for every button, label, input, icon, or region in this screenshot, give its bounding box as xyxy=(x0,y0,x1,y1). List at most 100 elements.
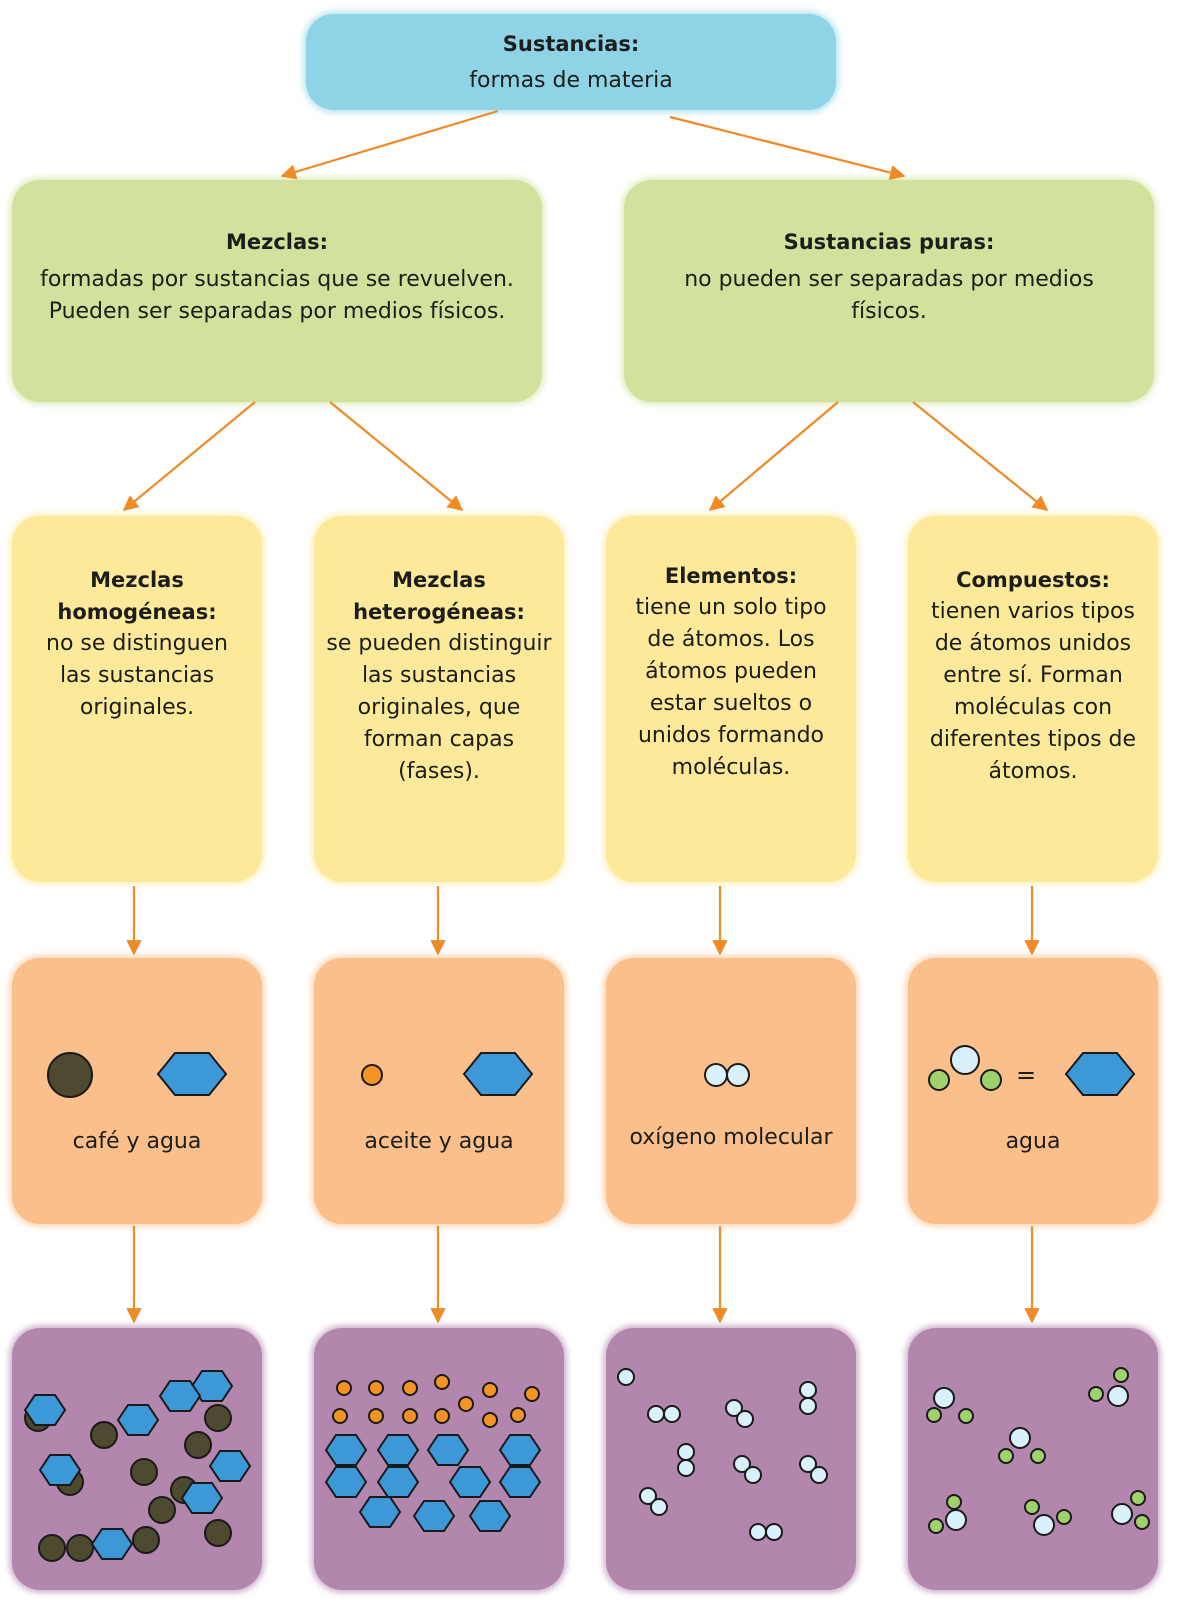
water-hexagon xyxy=(158,1380,202,1412)
arrow xyxy=(708,401,839,511)
oxygen-atom xyxy=(933,1387,955,1409)
water-hexagon xyxy=(23,1394,67,1426)
homogeneas-box: Mezclas homogéneas: no se distinguen las… xyxy=(12,516,262,882)
oil-droplet xyxy=(402,1408,418,1424)
elementos-text: tiene un solo tipo de átomos. Los átomos… xyxy=(635,595,827,780)
oxygen-atom xyxy=(677,1459,695,1477)
oxygen-atom xyxy=(744,1466,762,1484)
oxygen-atom xyxy=(1033,1514,1055,1536)
oil-droplet-icon xyxy=(361,1064,383,1086)
water-hexagon xyxy=(90,1528,134,1560)
compuestos-box: Compuestos: tienen varios tipos de átomo… xyxy=(908,516,1158,882)
coffee-particle xyxy=(184,1431,212,1459)
arrow xyxy=(329,401,464,511)
water-hexagon xyxy=(324,1434,368,1466)
hydrogen-atom xyxy=(1130,1490,1146,1506)
oil-droplet xyxy=(458,1396,474,1412)
arrow xyxy=(669,115,906,181)
heterogeneas-box: Mezclas heterogéneas: se pueden distingu… xyxy=(314,516,564,882)
oxygen-atom-icon xyxy=(950,1045,980,1075)
water-hexagon xyxy=(448,1466,492,1498)
coffee-particle-icon xyxy=(47,1052,93,1098)
oxygen-atom xyxy=(1107,1385,1129,1407)
compuestos-example-label: agua xyxy=(1005,1129,1061,1154)
oxygen-atom xyxy=(736,1410,754,1428)
root-box: Sustancias: formas de materia xyxy=(306,14,836,110)
compuestos-text: tienen varios tipos de átomos unidos ent… xyxy=(929,599,1137,784)
water-hexagon xyxy=(324,1466,368,1498)
water-hexagon xyxy=(412,1500,456,1532)
hydrogen-atom xyxy=(1088,1386,1104,1402)
arrow xyxy=(122,401,256,511)
homogeneas-title: Mezclas homogéneas: xyxy=(57,568,217,624)
puras-text: no pueden ser separadas por medios físic… xyxy=(684,267,1094,324)
elementos-example-label: oxígeno molecular xyxy=(629,1125,833,1150)
water-hexagon xyxy=(180,1482,224,1514)
water-hexagon xyxy=(358,1496,402,1528)
oxygen-atom xyxy=(725,1399,743,1417)
compuestos-title: Compuestos: xyxy=(956,568,1110,592)
hydrogen-atom xyxy=(1134,1514,1150,1530)
coffee-particle xyxy=(204,1519,232,1547)
heterogeneas-example-label: aceite y agua xyxy=(364,1129,514,1154)
heterogeneas-text: se pueden distinguir las sustancias orig… xyxy=(326,631,552,784)
oxygen-atom xyxy=(647,1405,665,1423)
oxygen-atom xyxy=(617,1368,635,1386)
water-hexagon-icon xyxy=(1064,1052,1136,1096)
oxygen-atom xyxy=(677,1443,695,1461)
oil-droplet xyxy=(482,1412,498,1428)
puras-box: Sustancias puras: no pueden ser separada… xyxy=(624,180,1154,402)
hydrogen-atom-icon xyxy=(980,1069,1002,1091)
hydrogen-atom xyxy=(928,1518,944,1534)
mezclas-text: formadas por sustancias que se revuelven… xyxy=(40,267,514,324)
coffee-particle xyxy=(132,1526,160,1554)
hydrogen-atom xyxy=(1113,1367,1129,1383)
oxygen-atom-icon xyxy=(726,1063,750,1087)
hydrogen-atom xyxy=(1030,1448,1046,1464)
elementos-title: Elementos: xyxy=(664,564,798,588)
oil-droplet xyxy=(336,1380,352,1396)
oxygen-atom xyxy=(945,1509,967,1531)
water-hexagon xyxy=(38,1454,82,1486)
water-hexagon-icon xyxy=(156,1052,228,1096)
water-hexagon xyxy=(116,1404,160,1436)
oxygen-atom xyxy=(799,1397,817,1415)
root-title: Sustancias: xyxy=(502,32,640,56)
hydrogen-atom xyxy=(958,1408,974,1424)
water-hexagon xyxy=(376,1466,420,1498)
root-text: formas de materia xyxy=(469,68,673,93)
elementos-example-box: oxígeno molecular xyxy=(606,958,856,1224)
mezclas-title: Mezclas: xyxy=(225,230,329,254)
coffee-particle xyxy=(130,1458,158,1486)
water-hexagon-icon xyxy=(462,1052,534,1096)
water-hexagon xyxy=(190,1370,234,1402)
particles xyxy=(23,1045,1150,1562)
coffee-particle xyxy=(204,1404,232,1432)
oxygen-atom xyxy=(650,1498,668,1516)
oxygen-atom xyxy=(663,1405,681,1423)
arrows xyxy=(122,109,1049,1324)
oil-droplet xyxy=(368,1408,384,1424)
water-hexagon xyxy=(498,1434,542,1466)
equals-sign: = xyxy=(1016,1061,1037,1089)
oil-droplet xyxy=(482,1382,498,1398)
heterogeneas-title: Mezclas heterogéneas: xyxy=(353,568,525,624)
oil-droplet xyxy=(434,1374,450,1390)
coffee-particle xyxy=(66,1534,94,1562)
oil-droplet xyxy=(332,1408,348,1424)
oxygen-atom-icon xyxy=(704,1063,728,1087)
water-hexagon xyxy=(468,1500,512,1532)
hydrogen-atom xyxy=(946,1494,962,1510)
mezclas-box: Mezclas: formadas por sustancias que se … xyxy=(12,180,542,402)
oil-droplet xyxy=(510,1407,526,1423)
oxygen-atom xyxy=(749,1523,767,1541)
arrow xyxy=(280,109,499,180)
coffee-particle xyxy=(148,1496,176,1524)
oxygen-atom xyxy=(639,1487,657,1505)
hydrogen-atom xyxy=(1024,1499,1040,1515)
oxygen-atom xyxy=(799,1381,817,1399)
water-hexagon xyxy=(498,1466,542,1498)
puras-title: Sustancias puras: xyxy=(783,230,995,254)
elementos-box: Elementos: tiene un solo tipo de átomos.… xyxy=(606,516,856,882)
